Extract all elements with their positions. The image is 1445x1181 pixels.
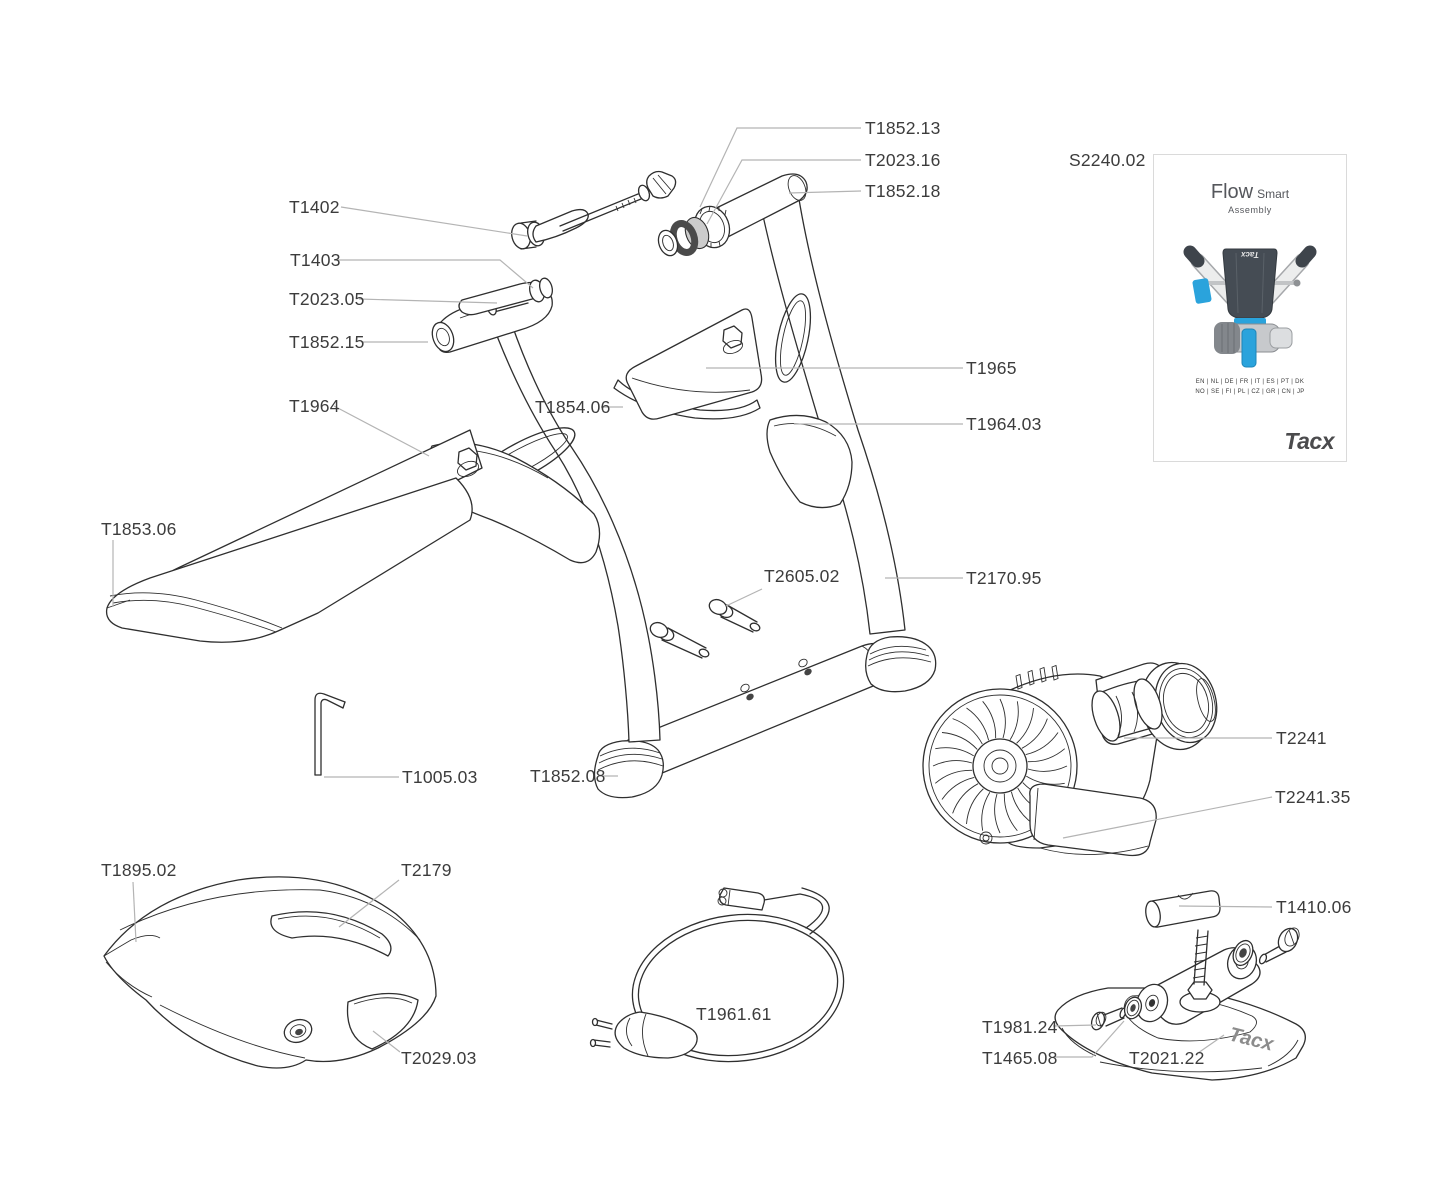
manual-language-line2: NO | SE | FI | PL | CZ | GR | CN | JP (1195, 389, 1305, 396)
part-label-t1854-06: T1854.06 (535, 397, 611, 417)
part-label-t2179: T2179 (401, 860, 452, 880)
cover-shroud-drawing (103, 876, 437, 1069)
roller-drawing (1091, 678, 1163, 742)
leader-t2029-03 (372, 1030, 401, 1053)
leader-t1895-02 (132, 881, 137, 943)
part-label-t1853-06: T1853.06 (101, 519, 177, 539)
part-label-t1402: T1402 (289, 197, 340, 217)
mount-assembly-drawing: Tacx (1054, 890, 1306, 1081)
power-cable-drawing (589, 887, 845, 1063)
leader-t1852-18 (788, 190, 862, 194)
right-foot-cap-drawing (865, 636, 937, 693)
part-label-t1965: T1965 (966, 358, 1017, 378)
part-label-t2023-16: T2023.16 (865, 150, 941, 170)
resistance-unit-drawing (922, 661, 1218, 857)
handle-lever-drawing (458, 277, 553, 316)
leader-t1402 (340, 206, 528, 237)
leader-t1964 (333, 405, 430, 457)
part-label-t1465-08: T1465.08 (982, 1048, 1058, 1068)
leader-t1852-13 (699, 127, 861, 208)
right-arm-drawing (657, 173, 808, 257)
part-label-t1852-15: T1852.15 (289, 332, 365, 352)
leader-t2179 (338, 879, 400, 928)
left-leg-drawing (424, 311, 661, 743)
leader-t2241-35 (1062, 796, 1273, 839)
leader-t1403 (334, 259, 534, 289)
part-label-t2029-03: T2029.03 (401, 1048, 477, 1068)
manual-subtitle: Assembly (1228, 205, 1272, 215)
threaded-rod-drawing (1187, 929, 1213, 1000)
part-label-t2605-02: T2605.02 (764, 566, 840, 586)
leader-t1465-08 (1053, 1020, 1125, 1058)
part-label-t2170-95: T2170.95 (966, 568, 1042, 588)
adjust-knob-drawing (657, 205, 731, 257)
part-label-t1964: T1964 (289, 396, 340, 416)
part-label-t2023-05: T2023.05 (289, 289, 365, 309)
part-label-t1852-18: T1852.18 (865, 181, 941, 201)
part-label-t1852-08: T1852.08 (530, 766, 606, 786)
tacx-brand-logo: Tacx (1284, 428, 1334, 454)
part-label-t1005-03: T1005.03 (402, 767, 478, 787)
leader-t2023-05 (358, 298, 498, 304)
part-label-t1403: T1403 (290, 250, 341, 270)
leader-lines (112, 127, 1273, 1058)
leader-t2021-22 (1197, 1034, 1225, 1054)
part-label-t1895-02: T1895.02 (101, 860, 177, 880)
bottom-bar-drawing (627, 642, 891, 779)
eu-plug-drawing (589, 1011, 698, 1059)
barrel-cylinder-drawing (1145, 890, 1221, 928)
right-screw-washer-drawing (1232, 927, 1300, 967)
unit-lower-cover-drawing (979, 783, 1157, 857)
leader-t2605-02 (725, 588, 763, 607)
leader-t1981-24 (1052, 1024, 1097, 1027)
left-foot-cap-drawing (593, 740, 664, 799)
part-label-t1981-24: T1981.24 (982, 1017, 1058, 1037)
part-label-t2241-35: T2241.35 (1275, 787, 1351, 807)
allen-key-drawing (314, 692, 346, 776)
screw-hole-mark (740, 683, 754, 701)
frame-bolts-drawing (649, 598, 761, 659)
part-label-t2021-22: T2021.22 (1129, 1048, 1205, 1068)
part-label-t1964-03: T1964.03 (966, 414, 1042, 434)
skewer-drawing (511, 170, 677, 250)
manual-language-line1: EN | NL | DE | FR | IT | ES | PT | DK (1195, 379, 1305, 385)
part-label-t1410-06: T1410.06 (1276, 897, 1352, 917)
right-leg-drawing (757, 179, 906, 635)
manual-title-secondary: Smart (1257, 187, 1290, 201)
leader-t2023-16 (706, 159, 861, 225)
leader-t1410-06 (1178, 905, 1273, 908)
part-label-s2240-02: S2240.02 (1069, 150, 1146, 170)
part-label-t1852-13: T1852.13 (865, 118, 941, 138)
part-label-t2241: T2241 (1276, 728, 1327, 748)
left-clamp-arm-drawing (431, 277, 553, 353)
part-label-t1961-61: T1961.61 (696, 1004, 772, 1024)
right-wedge-sleeve-drawing (613, 308, 763, 420)
manual-trainer-photo: Tacx (1183, 245, 1317, 368)
c7-connector-drawing (717, 887, 766, 911)
screw-hole-mark (798, 658, 812, 676)
front-support-drawing (105, 429, 483, 643)
manual-trainer-logo: Tacx (1240, 250, 1258, 259)
manual-title: Flow (1210, 181, 1254, 203)
manual-language-list: EN | NL | DE | FR | IT | ES | PT | DK NO… (1154, 377, 1346, 397)
